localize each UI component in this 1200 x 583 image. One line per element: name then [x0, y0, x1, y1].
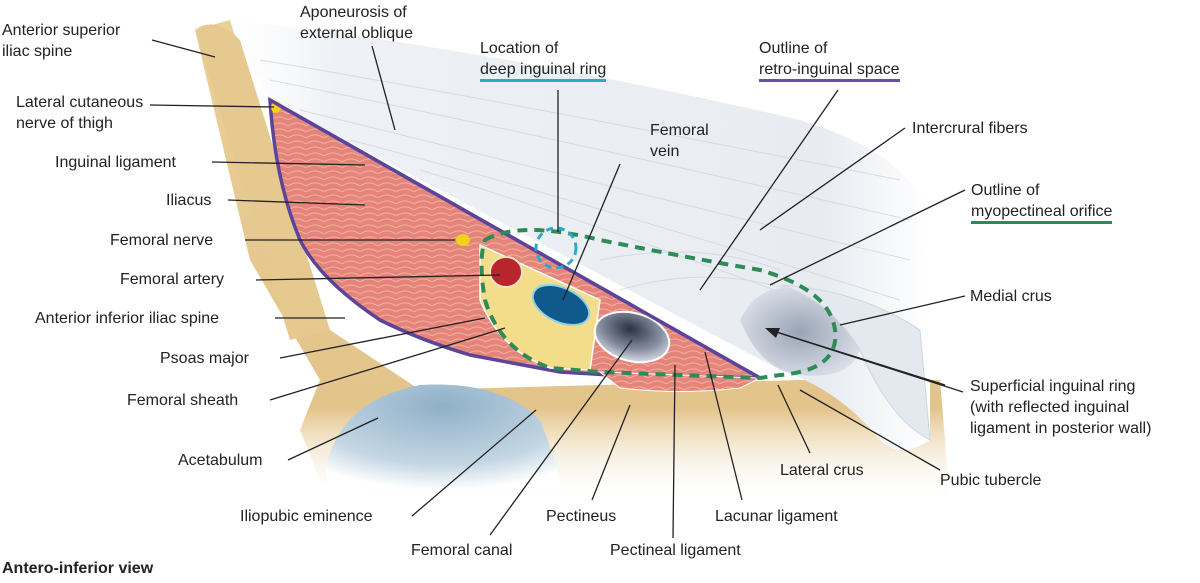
femoral-artery [489, 256, 523, 288]
label-aiis: Anterior inferior iliac spine [35, 310, 220, 327]
label-lacunar-ligament: Lacunar ligament [715, 508, 838, 525]
label-pubic-tubercle: Pubic tubercle [940, 472, 1042, 489]
label-pectineal-ligament: Pectineal ligament [610, 542, 741, 559]
label-inguinal-ligament: Inguinal ligament [55, 154, 176, 171]
label-aponeurosis: Aponeurosis of external oblique [300, 4, 413, 42]
label-lateral-cutaneous-nerve: Lateral cutaneous nerve of thigh [16, 94, 144, 132]
label-psoas-major: Psoas major [160, 350, 249, 367]
label-myopectineal-orifice: Outline of myopectineal orifice [971, 180, 1113, 224]
acetabulum [325, 384, 560, 490]
label-retro-inguinal-space: Outline of retro-inguinal space [759, 38, 900, 82]
label-iliacus: Iliacus [166, 192, 212, 209]
label-femoral-artery: Femoral artery [120, 271, 225, 288]
label-iliopubic-eminence: Iliopubic eminence [240, 508, 373, 525]
label-deep-inguinal-ring: Location of deep inguinal ring [480, 38, 607, 82]
deep-ring-outline [534, 226, 578, 270]
bone [195, 20, 950, 505]
figure-caption: Antero-inferior view [2, 560, 154, 577]
femoral-vein [531, 284, 591, 326]
label-femoral-vein: Femoral vein [650, 122, 709, 160]
label-acetabulum: Acetabulum [178, 452, 263, 469]
label-femoral-sheath: Femoral sheath [127, 392, 239, 409]
label-femoral-canal: Femoral canal [411, 542, 513, 559]
femoral-nerve [456, 234, 470, 246]
bone-upper-ilium [195, 24, 330, 340]
pectineus [598, 371, 761, 392]
label-asis: Anterior superior iliac spine [2, 22, 121, 60]
label-superficial-inguinal-ring: Superficial inguinal ring (with reflecte… [970, 378, 1152, 437]
label-femoral-nerve: Femoral nerve [110, 232, 214, 249]
label-lateral-crus: Lateral crus [780, 462, 864, 479]
femoral-canal [593, 310, 671, 364]
label-intercrural-fibers: Intercrural fibers [912, 120, 1028, 137]
leader-lines [149, 39, 966, 539]
inguinal-ligament [269, 98, 761, 380]
label-medial-crus: Medial crus [970, 288, 1052, 305]
label-pectineus: Pectineus [546, 508, 617, 525]
myopectineal-outline [479, 228, 838, 381]
